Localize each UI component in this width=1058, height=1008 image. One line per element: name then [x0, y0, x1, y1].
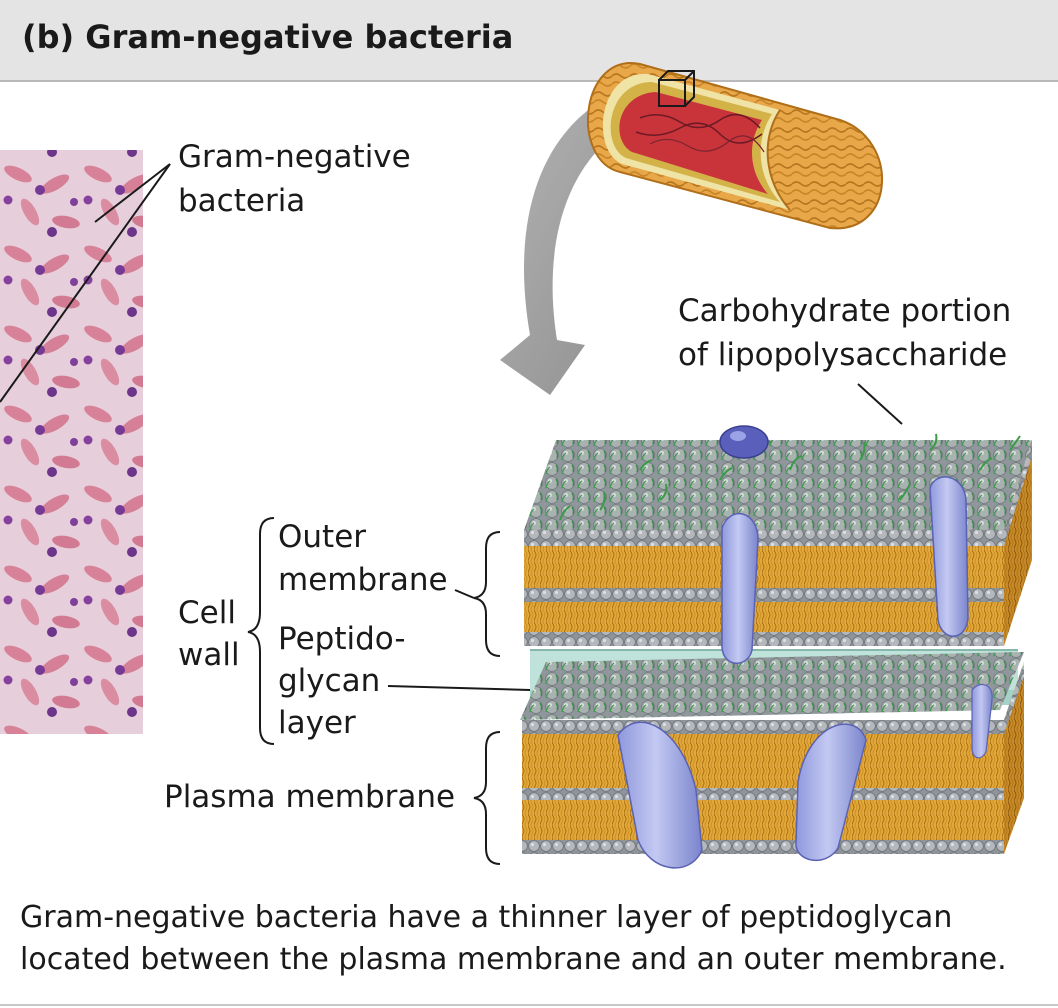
caption-line1: Gram-negative bacteria have a thinner la…	[20, 900, 953, 935]
cell-wall-label-line1: Cell	[178, 595, 236, 631]
panel-header: (b) Gram-negative bacteria	[0, 0, 1058, 82]
outer-membrane-label-line1: Outer	[278, 519, 367, 555]
peptidoglycan-label-line3: layer	[278, 705, 356, 741]
gram-negative-label-line2: bacteria	[178, 183, 306, 219]
micrograph-image	[0, 150, 143, 734]
annotation-lines	[247, 383, 903, 865]
membrane-proteins	[617, 476, 993, 869]
plasma-membrane-block	[520, 652, 1024, 854]
peptidoglycan-label-line2: glycan	[278, 663, 381, 699]
gram-negative-leader-lines	[0, 163, 171, 403]
panel-title: (b) Gram-negative bacteria	[22, 18, 514, 56]
carbohydrate-label-line2: of lipopolysaccharide	[678, 337, 1008, 373]
caption-line2: located between the plasma membrane and …	[20, 942, 1007, 977]
bottom-divider	[0, 1004, 1058, 1006]
gram-negative-label-line1: Gram-negative	[178, 139, 411, 175]
bacterium-cutaway-illustration	[587, 62, 884, 230]
outer-membrane-label-line2: membrane	[278, 562, 448, 598]
outer-membrane-block	[524, 425, 1032, 646]
zoom-arrow	[500, 80, 662, 395]
cell-wall-label-line2: wall	[178, 637, 240, 673]
carbohydrate-label-line1: Carbohydrate portion	[678, 293, 1012, 329]
plasma-membrane-label: Plasma membrane	[164, 779, 456, 815]
zoom-region-cube	[658, 70, 695, 107]
peptidoglycan-label-line1: Peptido-	[278, 621, 406, 657]
